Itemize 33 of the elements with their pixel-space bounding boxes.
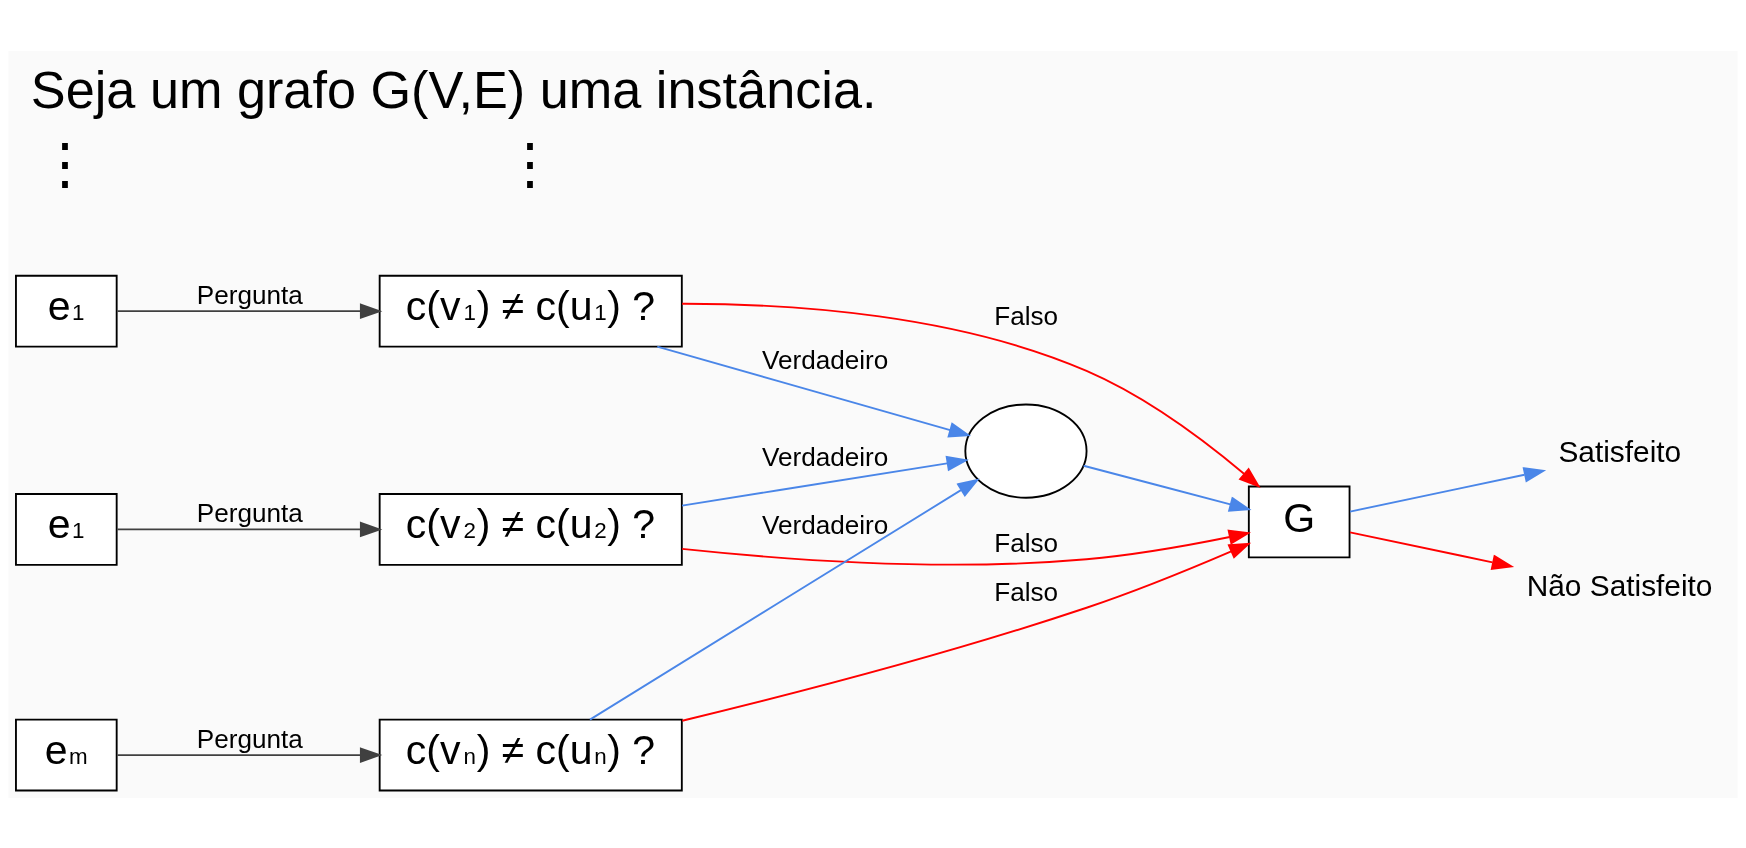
arrow xyxy=(681,542,1252,722)
edge-label: Falso xyxy=(994,576,1059,607)
arrow xyxy=(681,302,1261,488)
edge-label: Verdadeiro xyxy=(762,509,889,540)
arrow xyxy=(116,521,383,537)
arrow xyxy=(116,746,383,763)
node-box: c(vn) ≠ c(un) ? xyxy=(378,718,683,791)
edge-label: Pergunta xyxy=(196,723,303,754)
diagram-title: Seja um grafo G(V,E) uma instância. xyxy=(30,60,877,119)
node-box: em xyxy=(15,718,118,791)
arrow xyxy=(681,529,1251,565)
arrow xyxy=(1082,464,1252,512)
node-box: e1 xyxy=(15,492,118,566)
arrow xyxy=(1349,530,1515,570)
arrow xyxy=(1349,466,1547,513)
node-circle xyxy=(964,403,1088,499)
edge-label: Pergunta xyxy=(196,497,303,528)
edge-label: Pergunta xyxy=(196,279,303,310)
node-box: e1 xyxy=(15,274,118,348)
arrow xyxy=(681,455,969,507)
edge-label: Verdadeiro xyxy=(762,344,889,375)
node-text: Satisfeito xyxy=(1558,434,1682,468)
edge-label: Verdadeiro xyxy=(762,441,889,472)
edge-label: Falso xyxy=(994,300,1059,331)
node-text: Não Satisfeito xyxy=(1526,568,1713,602)
label: ⋮ xyxy=(37,131,94,195)
label: ⋮ xyxy=(501,131,558,195)
node-box: c(v2) ≠ c(u2) ? xyxy=(378,492,683,566)
arrow xyxy=(656,345,972,437)
node-box: G xyxy=(1247,485,1351,558)
arrow xyxy=(116,302,383,319)
edge-label: Falso xyxy=(994,527,1059,558)
arrow xyxy=(589,478,980,721)
